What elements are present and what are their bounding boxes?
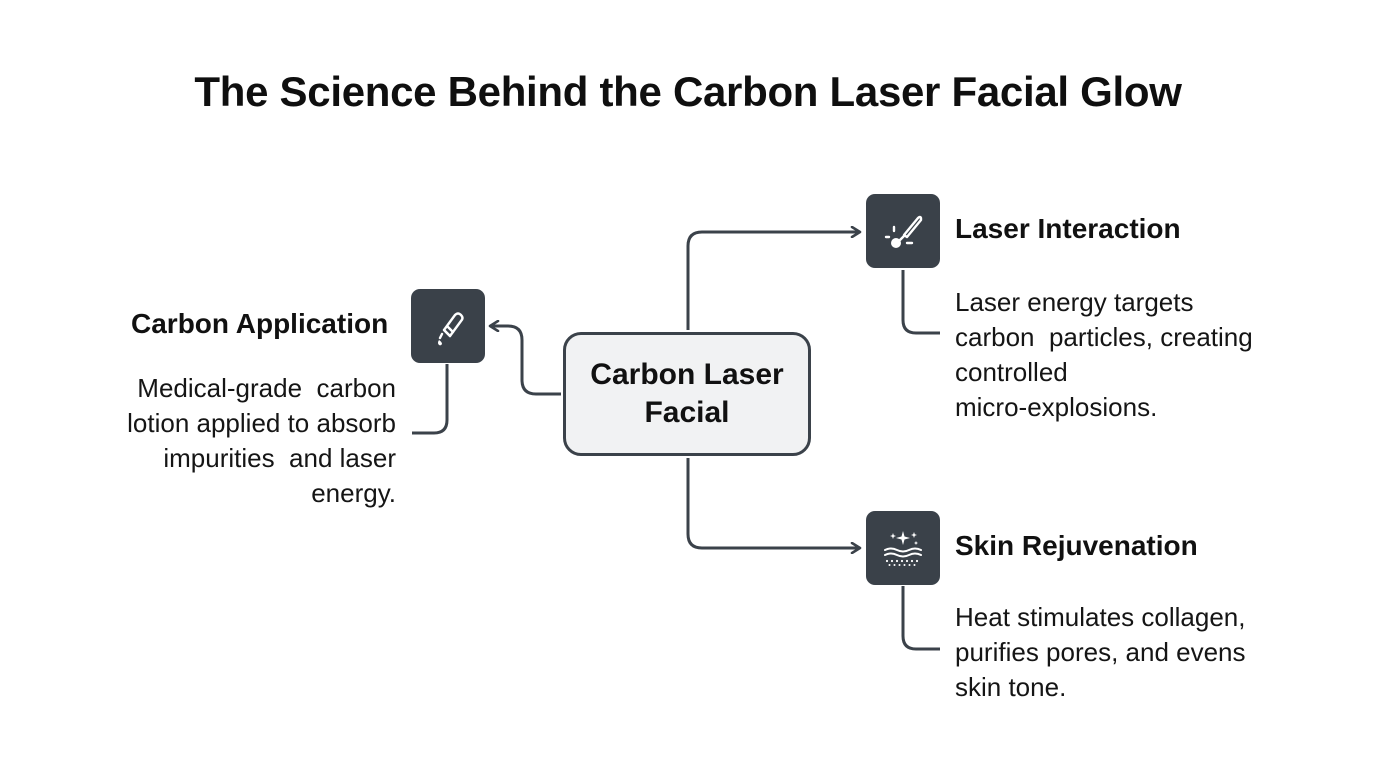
connector-center-to-skin-rejuvenation [686, 458, 860, 548]
dropper-icon-box [411, 289, 485, 363]
skin-desc-line: Heat stimulates collagen, [955, 602, 1246, 632]
center-label-line2: Facial [644, 396, 730, 429]
page-title: The Science Behind the Carbon Laser Faci… [194, 68, 1182, 115]
laser-desc-line: carbon particles, creating [955, 322, 1253, 352]
skin-sparkle-icon-box [866, 511, 940, 585]
laser-interaction-heading: Laser Interaction [955, 213, 1181, 244]
laser-pen-icon-box [866, 194, 940, 268]
connector-laser-icon-to-desc [901, 270, 940, 335]
skin-desc-line: skin tone. [955, 672, 1067, 702]
carbon-application-heading: Carbon Application [131, 308, 389, 339]
laser-desc-line: micro-explosions. [955, 392, 1158, 422]
skin-rejuvenation-description: Heat stimulates collagen, purifies pores… [955, 600, 1315, 705]
laser-interaction-description: Laser energy targets carbon particles, c… [955, 285, 1315, 425]
carbon-desc-line: Medical-grade carbon [137, 373, 396, 403]
carbon-desc-line: energy. [311, 478, 396, 508]
center-node: Carbon Laser Facial [563, 332, 811, 456]
laser-desc-line: controlled [955, 357, 1068, 387]
center-label-line1: Carbon Laser [590, 358, 784, 391]
connector-center-to-laser-interaction [686, 232, 860, 330]
connector-carbon-icon-to-desc [412, 364, 449, 435]
carbon-desc-line: lotion applied to absorb [127, 408, 396, 438]
skin-desc-line: purifies pores, and evens [955, 637, 1246, 667]
skin-sparkle-icon [884, 531, 922, 566]
connector-center-to-carbon-application [490, 326, 561, 396]
carbon-application-description: Medical-grade carbon lotion applied to a… [60, 371, 396, 511]
dropper-icon [438, 312, 464, 346]
carbon-desc-line: impurities and laser [163, 443, 396, 473]
connector-skin-icon-to-desc [901, 586, 940, 651]
laser-desc-line: Laser energy targets [955, 287, 1194, 317]
laser-pen-icon [884, 215, 923, 248]
skin-rejuvenation-heading: Skin Rejuvenation [955, 530, 1198, 561]
